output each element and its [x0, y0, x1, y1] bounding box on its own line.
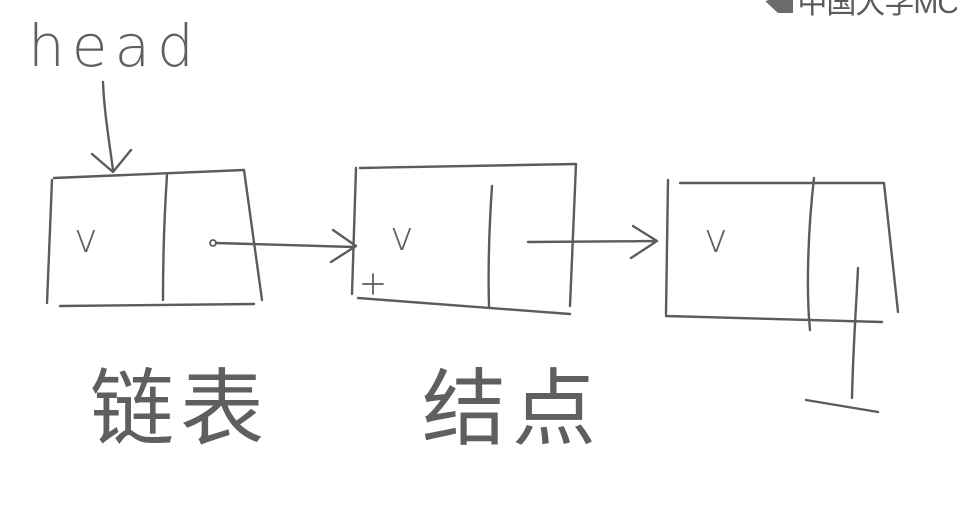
node-3-divider — [806, 176, 816, 332]
watermark-text: 中国大学MC — [797, 0, 957, 17]
node-2: v — [350, 162, 659, 316]
node-1-box — [45, 168, 264, 308]
node-1-divider — [161, 173, 169, 302]
node-2-box — [350, 162, 578, 316]
node-1-value: v — [74, 216, 98, 262]
head-label: head — [28, 12, 201, 80]
node-2-value: v — [390, 214, 414, 260]
node-2-next-arrow — [526, 224, 659, 260]
node-3-null-pointer — [850, 266, 860, 400]
caption-node: 结点 — [422, 360, 602, 458]
caption-linked-list: 链表 — [90, 360, 270, 458]
node-2-divider — [487, 184, 494, 308]
watermark: 中国大学MC — [765, 0, 957, 17]
null-ground-line — [804, 398, 880, 414]
cursor-crosshair — [362, 273, 384, 295]
node-3-value: v — [704, 216, 728, 262]
node-3-box — [664, 178, 900, 324]
mooc-logo-icon — [765, 0, 794, 13]
node-1: v — [45, 168, 358, 308]
node-3: v — [664, 176, 900, 414]
head-pointer-arrow — [90, 80, 133, 174]
node-1-next-arrow — [214, 228, 358, 264]
